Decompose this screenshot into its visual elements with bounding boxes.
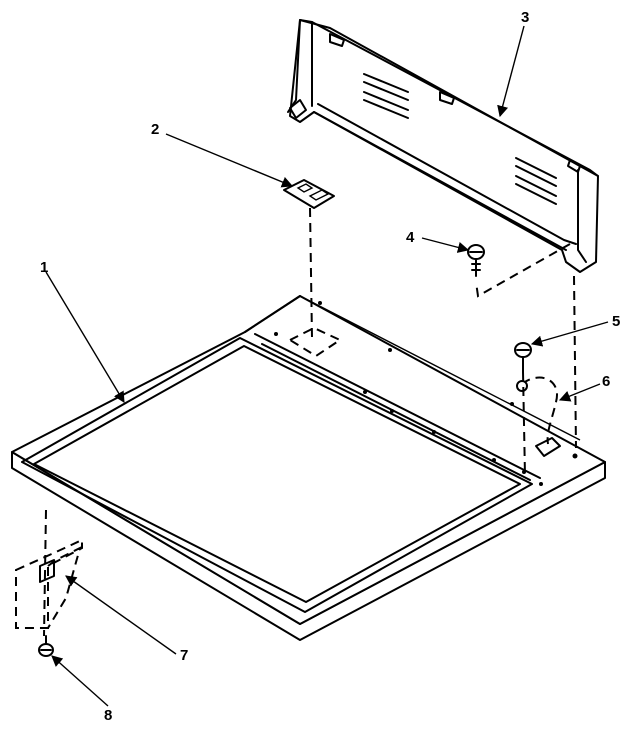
screw-5 xyxy=(514,342,532,373)
callout-7: 7 xyxy=(180,647,188,664)
callout-labels: 1 2 3 4 5 6 7 8 xyxy=(40,9,620,724)
label-plate xyxy=(283,179,335,209)
top-panel xyxy=(11,295,606,641)
screw-4 xyxy=(467,244,485,277)
callout-5: 5 xyxy=(612,313,620,330)
callout-1: 1 xyxy=(40,259,48,276)
screw-8 xyxy=(38,635,54,657)
callout-8: 8 xyxy=(104,707,112,724)
backguard-panel xyxy=(287,19,599,273)
wire-harness xyxy=(516,376,561,457)
alignment-lines xyxy=(43,207,577,637)
callout-2: 2 xyxy=(151,121,159,138)
leader-lines xyxy=(45,25,609,707)
bracket xyxy=(15,538,83,629)
callout-3: 3 xyxy=(521,9,529,26)
callout-6: 6 xyxy=(602,373,610,390)
callout-4: 4 xyxy=(406,229,415,246)
